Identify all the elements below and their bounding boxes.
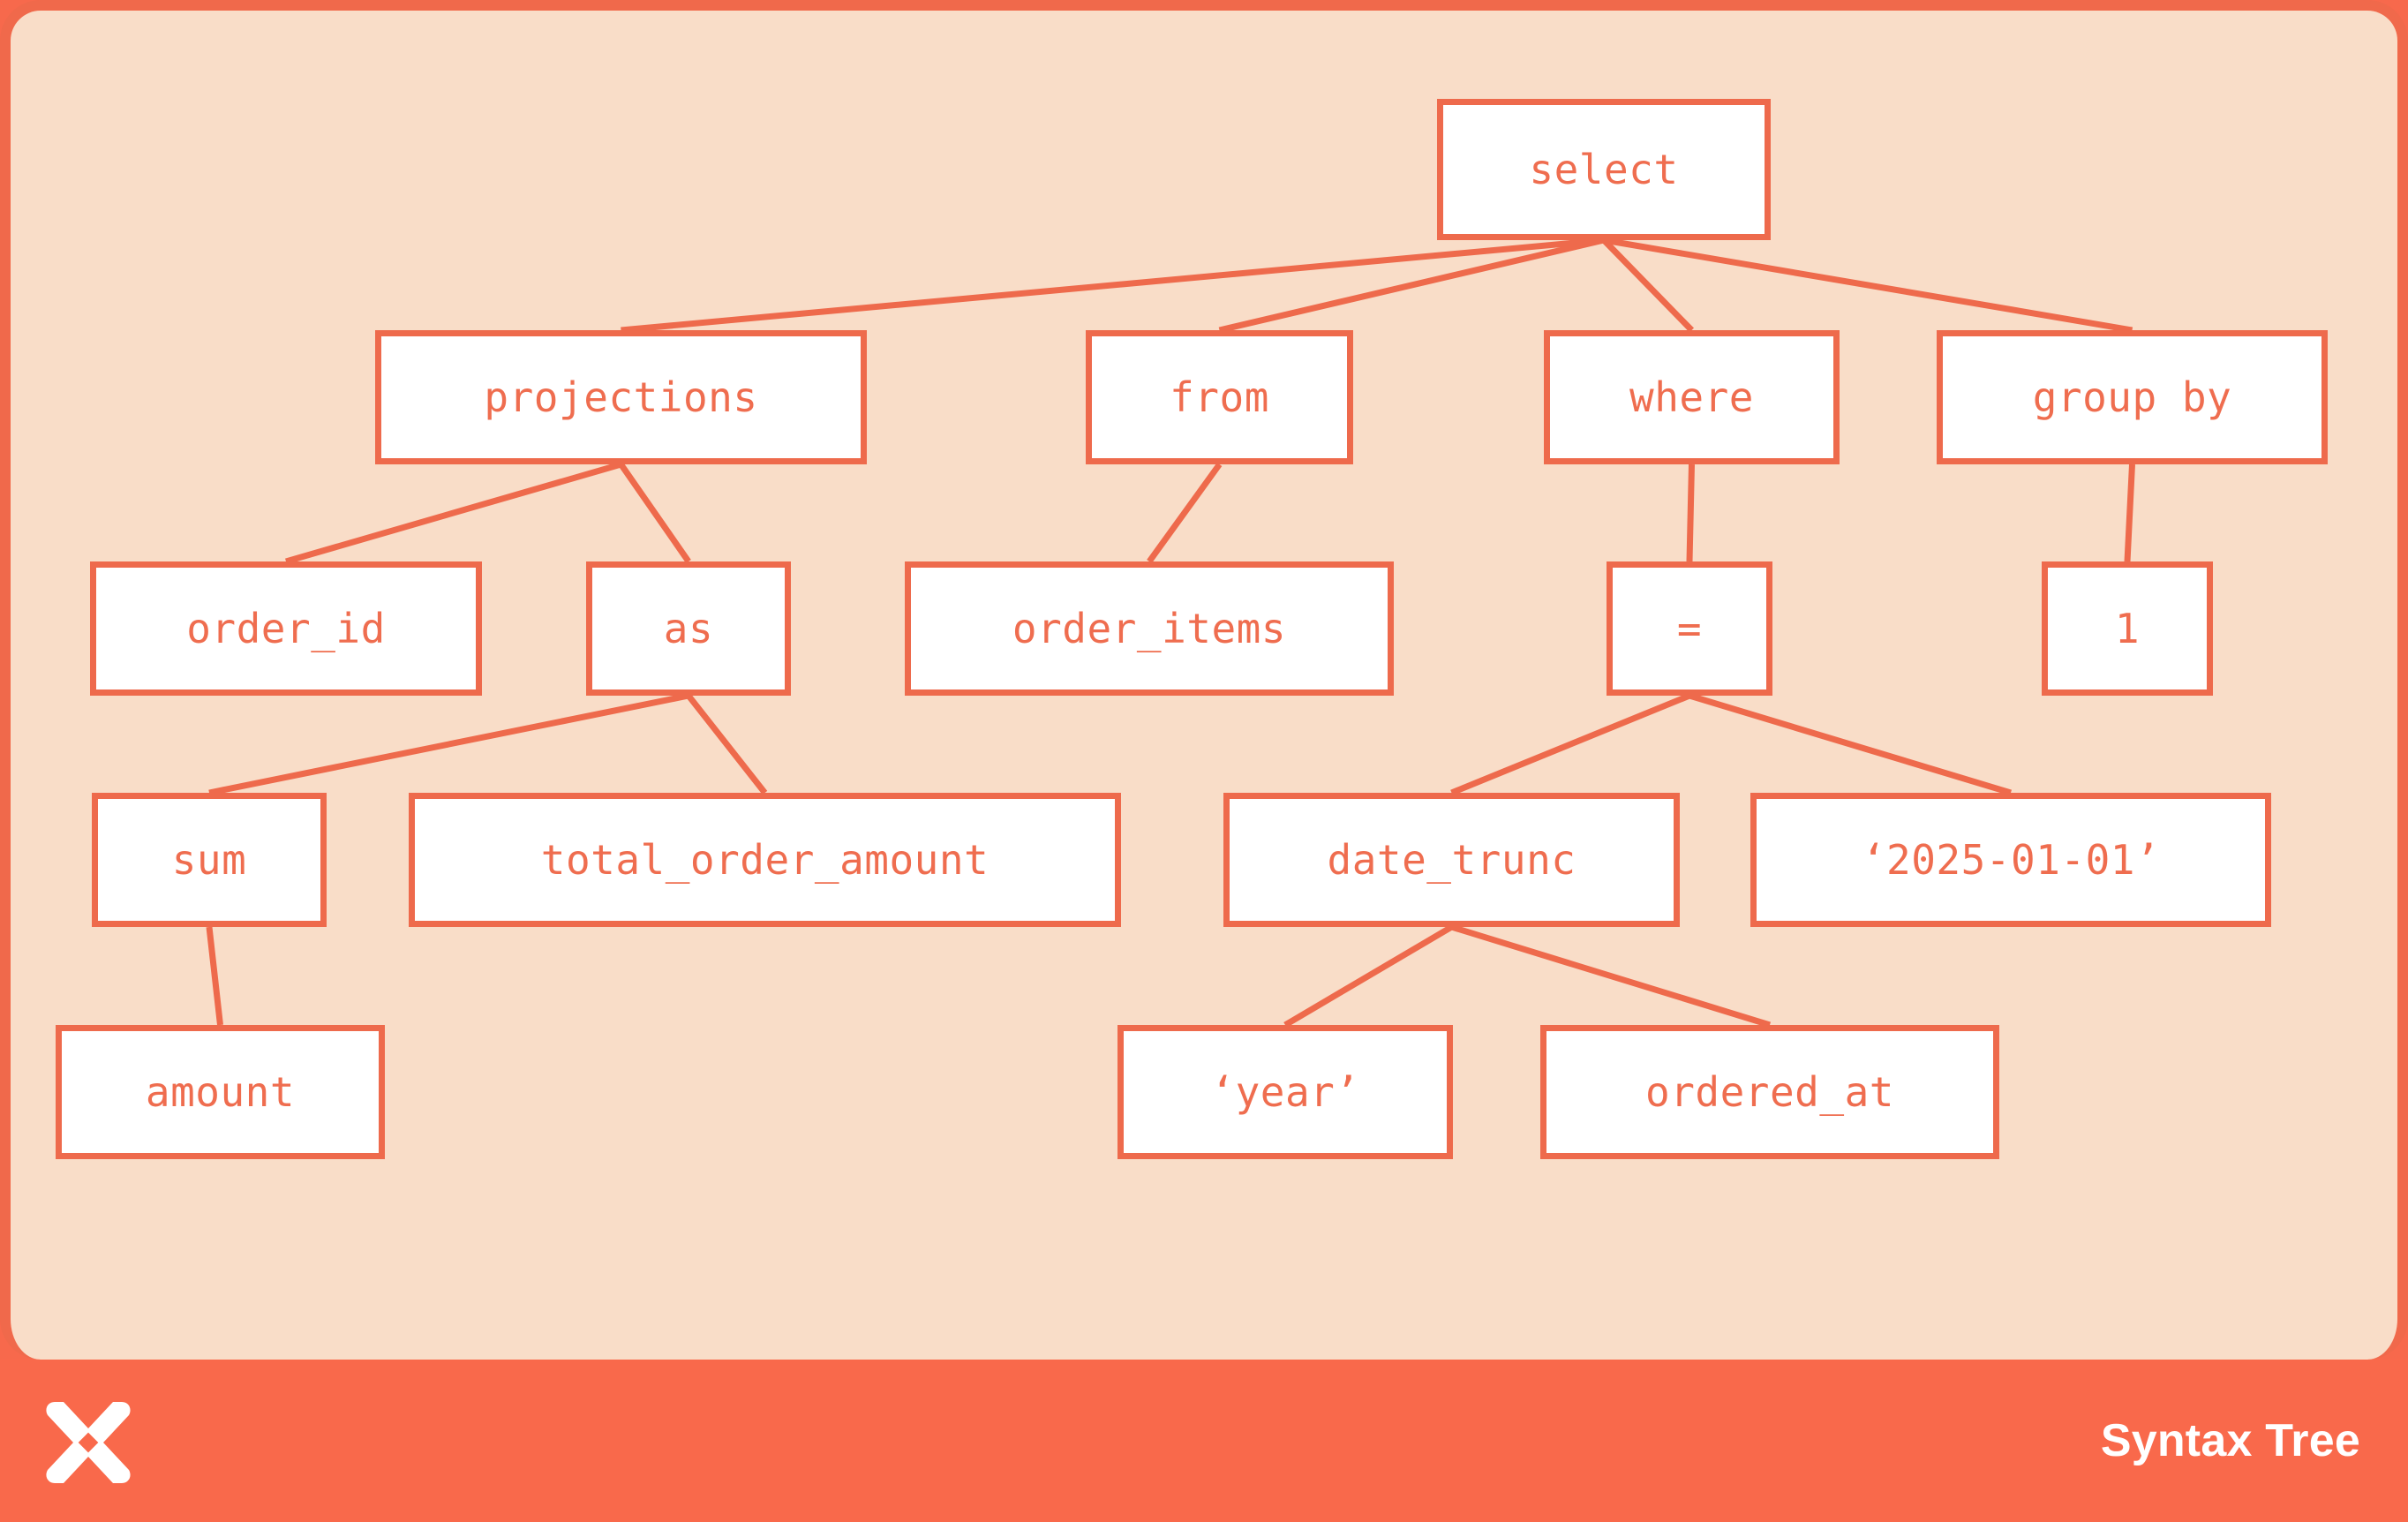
tree-edge-select-to-group-by xyxy=(1603,237,2133,334)
tree-edge-as-to-sum xyxy=(208,692,689,796)
tree-node-label: date_trunc xyxy=(1327,836,1576,884)
tree-node-where[interactable]: where xyxy=(1544,330,1840,464)
tree-node-date-trunc[interactable]: date_trunc xyxy=(1223,793,1680,927)
tree-edge-equals-to-date-literal xyxy=(1688,692,2013,796)
tree-node-one[interactable]: 1 xyxy=(2042,561,2213,696)
tree-node-label: 1 xyxy=(2114,605,2141,652)
tree-node-label: total_order_amount xyxy=(540,836,990,884)
tree-node-label: amount xyxy=(145,1068,296,1116)
footer-title: Syntax Tree xyxy=(2100,1415,2360,1466)
tree-node-label: sum xyxy=(171,836,247,884)
tree-node-select[interactable]: select xyxy=(1437,99,1771,240)
tree-node-projections[interactable]: projections xyxy=(375,330,867,464)
tree-edge-select-to-where xyxy=(1601,237,1695,333)
tree-node-label: select xyxy=(1529,146,1679,193)
tree-node-label: ‘year’ xyxy=(1210,1068,1360,1116)
tree-node-label: from xyxy=(1170,373,1269,421)
tree-node-as[interactable]: as xyxy=(586,561,791,696)
tree-edge-as-to-total-order-amount xyxy=(686,693,768,795)
tree-node-label: where xyxy=(1629,373,1754,421)
tree-node-label: as xyxy=(663,605,714,652)
tree-edge-select-to-projections xyxy=(621,237,1605,334)
tree-edge-from-to-order-items xyxy=(1147,462,1223,564)
footer-bar: Syntax Tree xyxy=(0,1360,2408,1522)
tree-node-label: group by xyxy=(2032,373,2232,421)
diagram-canvas-inner: select projections from where group by order_… xyxy=(56,99,2328,1159)
tree-edge-projections-to-as xyxy=(618,463,691,563)
tree-edge-group-by-to-one xyxy=(2124,463,2135,562)
x-star-logo-icon xyxy=(46,1402,131,1483)
tree-node-ordered-at[interactable]: ordered_at xyxy=(1540,1025,1999,1159)
tree-edge-date-trunc-to-year-literal xyxy=(1283,923,1454,1028)
tree-node-sum[interactable]: sum xyxy=(92,793,327,927)
tree-node-label: projections xyxy=(484,373,758,421)
tree-node-total-order-amount[interactable]: total_order_amount xyxy=(409,793,1121,927)
tree-node-group-by[interactable]: group by xyxy=(1937,330,2328,464)
tree-node-order-items[interactable]: order_items xyxy=(905,561,1394,696)
tree-node-amount[interactable]: amount xyxy=(56,1025,385,1159)
tree-node-from[interactable]: from xyxy=(1086,330,1353,464)
tree-node-label: ‘2025-01-01’ xyxy=(1861,836,2161,884)
tree-node-order-id[interactable]: order_id xyxy=(90,561,482,696)
tree-edge-sum-to-amount xyxy=(206,926,223,1026)
tree-node-label: order_id xyxy=(186,605,386,652)
tree-node-label: = xyxy=(1676,605,1703,652)
diagram-canvas: select projections from where group by order_… xyxy=(0,0,2408,1360)
tree-edge-equals-to-date-trunc xyxy=(1450,692,1691,796)
tree-node-label: ordered_at xyxy=(1645,1068,1894,1116)
tree-node-date-literal[interactable]: ‘2025-01-01’ xyxy=(1750,793,2271,927)
tree-edge-where-to-equals xyxy=(1686,463,1695,562)
tree-edge-date-trunc-to-ordered-at xyxy=(1450,923,1772,1028)
tree-edge-select-to-from xyxy=(1218,237,1605,334)
tree-node-equals[interactable]: = xyxy=(1607,561,1772,696)
tree-node-year-literal[interactable]: ‘year’ xyxy=(1117,1025,1453,1159)
tree-edge-projections-to-order-id xyxy=(285,461,622,565)
tree-node-label: order_items xyxy=(1012,605,1287,652)
